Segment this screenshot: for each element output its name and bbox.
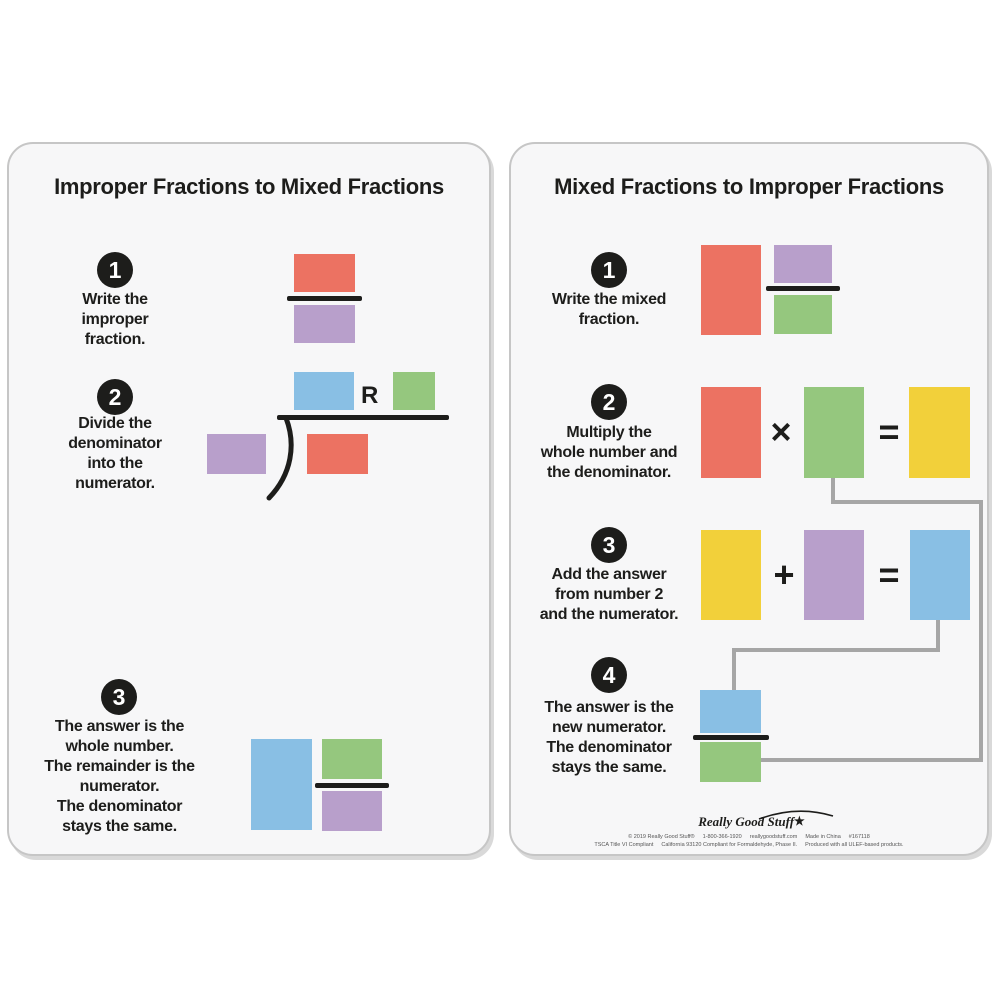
step-number-badge: 3 — [591, 527, 627, 563]
step-instruction: The answer is the whole number. The rema… — [44, 718, 195, 835]
numerator-rect — [774, 245, 832, 283]
addend1-rect — [701, 530, 761, 620]
denominator-rect — [774, 295, 832, 334]
equals-sign: = — [878, 554, 900, 595]
product-rect — [909, 387, 970, 478]
step-instruction: Write the improper fraction. — [81, 291, 149, 348]
step-number: 2 — [602, 388, 616, 415]
brand-logo: Really Good Stuff★ — [629, 810, 874, 830]
step-number-badge: 1 — [97, 252, 133, 288]
dividend-rect — [307, 434, 368, 474]
addend2-rect — [804, 530, 864, 620]
connector-line — [831, 500, 983, 504]
step-number-badge: 2 — [591, 384, 627, 420]
step-instruction: The answer is the new numerator. The den… — [544, 699, 674, 776]
factor1-rect — [701, 387, 761, 478]
numerator-rect — [294, 254, 355, 292]
fraction-bar — [315, 783, 389, 788]
denominator-rect — [322, 791, 382, 831]
numerator-rect — [700, 690, 761, 733]
connector-line — [732, 648, 940, 652]
fraction-bar — [766, 286, 840, 291]
connector-line — [732, 648, 736, 692]
star-icon: ★ — [794, 814, 805, 828]
denominator-rect — [700, 742, 761, 782]
step-instruction: Add the answer from number 2 and the num… — [539, 566, 679, 623]
step-number-badge: 2 — [97, 379, 133, 415]
page-title: Improper Fractions to Mixed Fractions — [54, 174, 444, 199]
brand-name: Really Good Stuff — [698, 814, 795, 829]
division-bracket-icon — [266, 416, 294, 501]
times-sign: × — [770, 411, 792, 452]
step-instruction: Divide the denominator into the numerato… — [68, 415, 162, 492]
step-number-badge: 3 — [101, 679, 137, 715]
sum-rect — [910, 530, 970, 620]
fraction-bar — [693, 735, 769, 740]
remainder-label: R — [361, 382, 379, 409]
step-instruction: Write the mixed fraction. — [551, 291, 667, 328]
step-number: 1 — [108, 256, 122, 283]
factor2-rect — [804, 387, 864, 478]
quotient-rect — [294, 372, 354, 410]
whole-number-rect — [701, 245, 761, 335]
swoosh-icon — [758, 810, 834, 820]
page-title: Mixed Fractions to Improper Fractions — [554, 174, 944, 199]
step-instruction: Multiply the whole number and the denomi… — [540, 424, 678, 481]
panel-mixed-to-improper: Mixed Fractions to Improper Fractions 1 … — [509, 142, 989, 856]
step-number: 3 — [602, 531, 616, 558]
fraction-bar — [287, 296, 362, 301]
panel-improper-to-mixed: Improper Fractions to Mixed Fractions 1 … — [7, 142, 491, 856]
step-number-badge: 4 — [591, 657, 627, 693]
step-number: 3 — [112, 683, 126, 710]
connector-line — [979, 500, 983, 762]
equals-sign: = — [878, 411, 900, 452]
connector-line — [831, 478, 835, 504]
plus-sign: + — [773, 554, 795, 595]
numerator-rect — [322, 739, 382, 779]
divisor-rect — [207, 434, 266, 474]
connector-line — [936, 620, 940, 652]
denominator-rect — [294, 305, 355, 343]
step-number-badge: 1 — [591, 252, 627, 288]
step-number: 2 — [108, 383, 122, 410]
division-bar — [277, 415, 449, 420]
connector-line — [761, 758, 983, 762]
step-number: 1 — [602, 256, 616, 283]
remainder-rect — [393, 372, 435, 410]
whole-number-rect — [251, 739, 312, 830]
step-number: 4 — [602, 661, 616, 688]
